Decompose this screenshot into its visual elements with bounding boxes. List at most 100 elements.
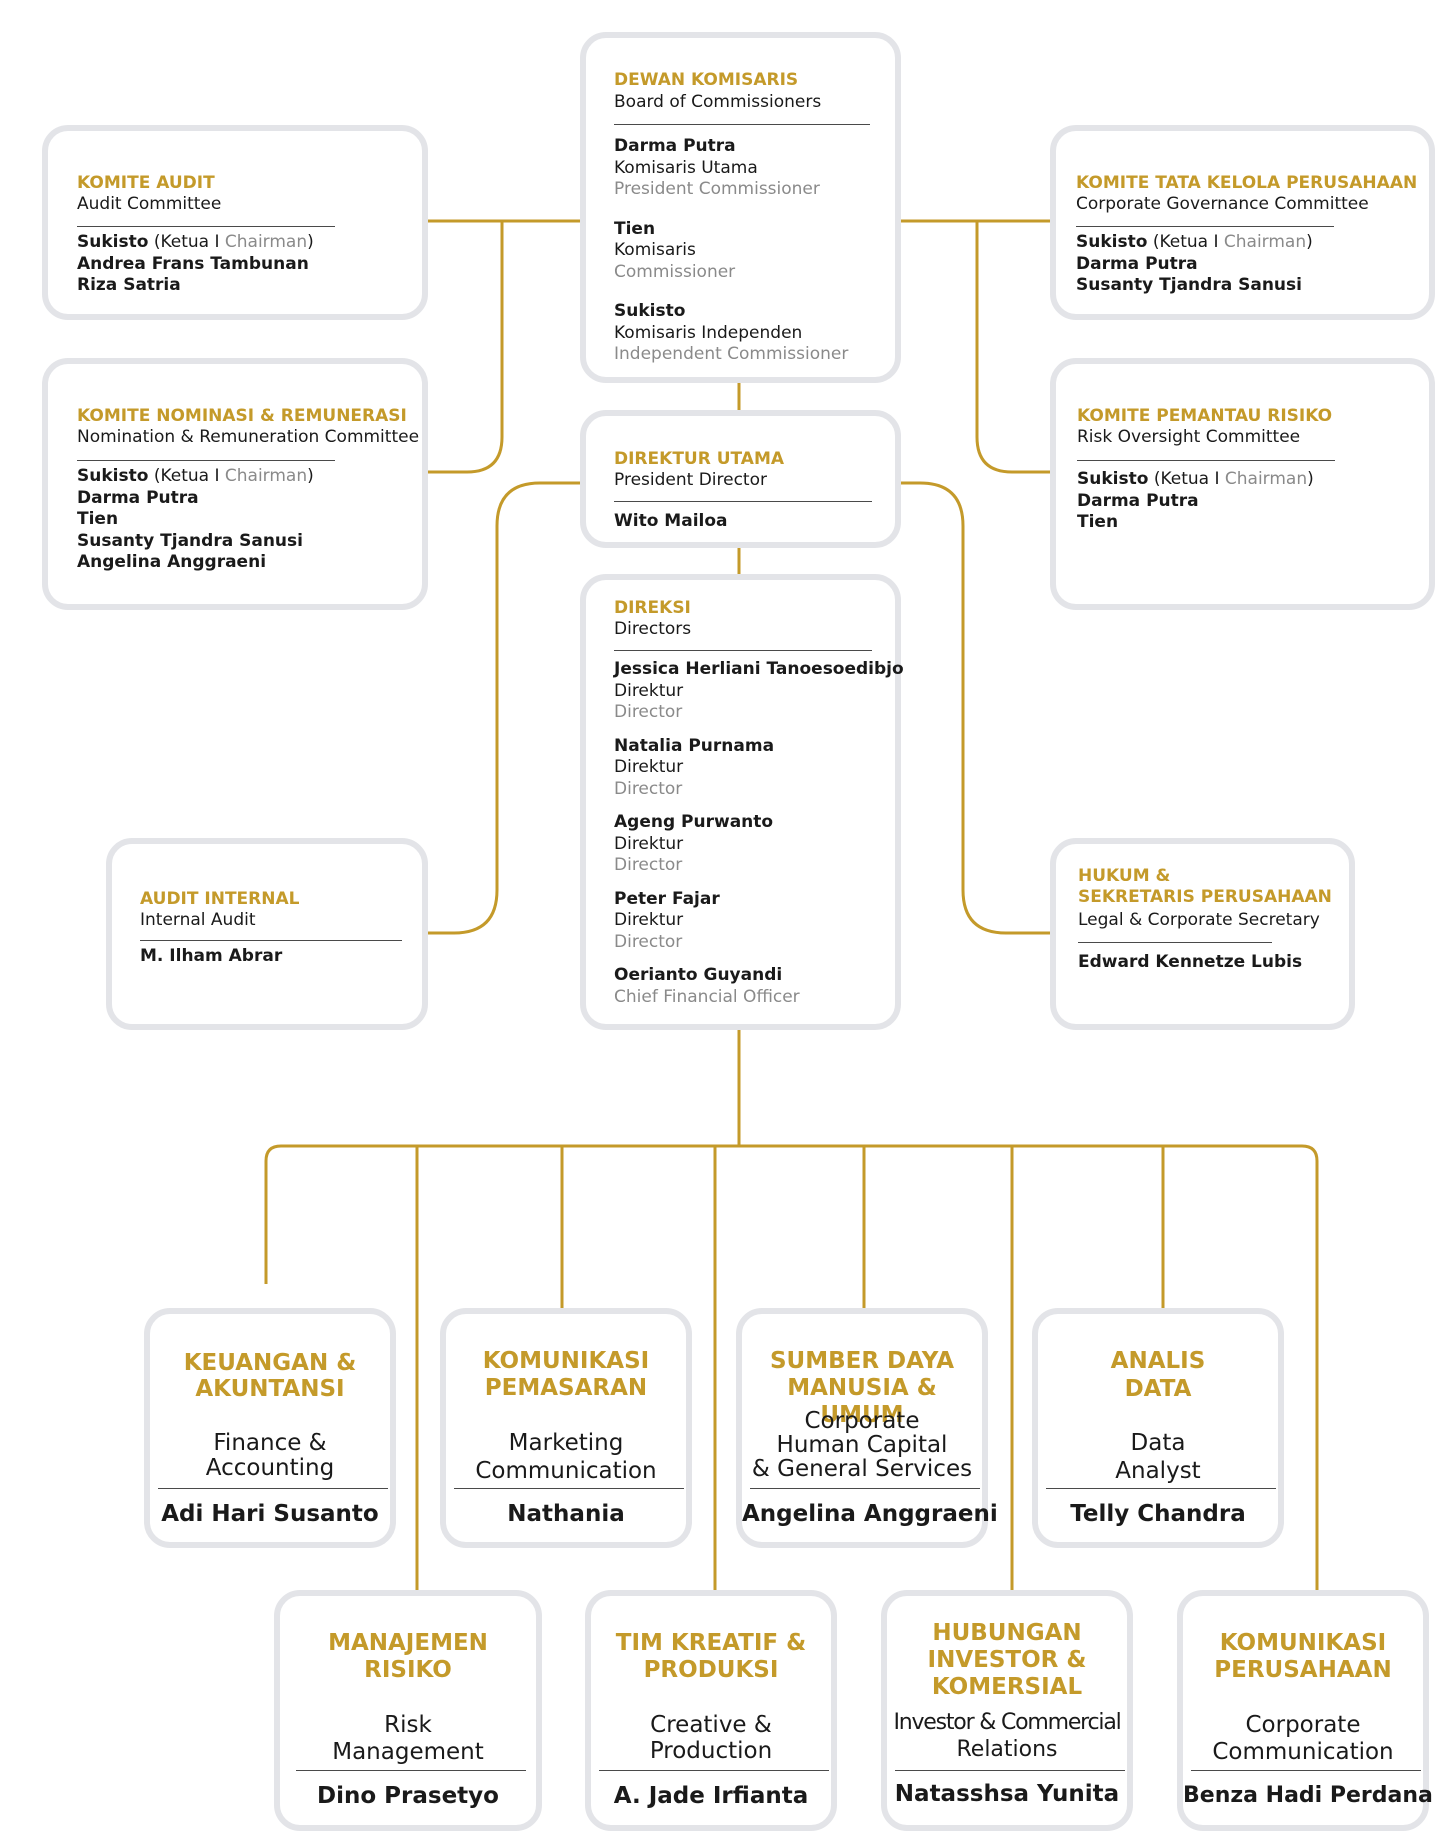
- legal-name: Edward Kennetze Lubis: [1078, 952, 1303, 972]
- directors-members: Jessica Herliani Tanoesoedibjo Direktur …: [614, 659, 904, 1008]
- internal-audit-box: AUDIT INTERNAL Internal Audit M. Ilham A…: [106, 838, 428, 1030]
- dept-corporate-communication: KOMUNIKASI PERUSAHAAN Corporate Communic…: [1177, 1590, 1433, 1831]
- chair-name: Sukisto: [77, 232, 149, 252]
- member-name: Angelina Anggraeni: [77, 552, 267, 572]
- director-role-en: Director: [614, 855, 683, 875]
- dept-head-name: Angelina Anggraeni: [742, 1501, 998, 1527]
- dept-title-id: SUMBER DAYA: [769, 1348, 955, 1374]
- dept-title-en: Communication: [475, 1458, 657, 1484]
- dept-risk-management: MANAJEMEN RISIKO Risk Management Dino Pr…: [274, 1590, 542, 1831]
- commissioner-role-en: Independent Commissioner: [614, 344, 849, 364]
- audit-committee-box: KOMITE AUDIT Audit Committee Sukisto (Ke…: [42, 125, 428, 320]
- member-name: Riza Satria: [77, 275, 181, 295]
- chair-role-id: (Ketua: [153, 466, 210, 486]
- dept-title-id: DATA: [1124, 1376, 1192, 1402]
- board-title-id: DEWAN KOMISARIS: [614, 70, 799, 90]
- chair-line: Sukisto (Ketua I Chairman): [1077, 469, 1314, 491]
- dept-head-name: Natasshsa Yunita: [894, 1781, 1120, 1807]
- directors-title-id: DIREKSI: [614, 598, 691, 618]
- commissioner-name: Darma Putra: [614, 136, 736, 156]
- president-director-title-en: President Director: [614, 470, 767, 490]
- dept-title-id: KOMERSIAL: [931, 1674, 1083, 1700]
- chair-close: ): [1306, 232, 1313, 252]
- commissioner-role-id: Komisaris: [614, 240, 696, 260]
- dept-creative-production: TIM KREATIF & PRODUKSI Creative & Produc…: [585, 1590, 837, 1831]
- governance-committee-members: Sukisto (Ketua I Chairman) Darma Putra S…: [1076, 232, 1313, 297]
- director-role-en: Director: [614, 702, 683, 722]
- connector-risk-committee: [975, 221, 1050, 474]
- connector-department-bus: [264, 1144, 1319, 1590]
- dept-title-id: PERUSAHAAN: [1214, 1657, 1392, 1683]
- internal-audit-name: M. Ilham Abrar: [140, 946, 283, 966]
- chair-separator: I: [214, 466, 220, 486]
- director-name: Jessica Herliani Tanoesoedibjo: [614, 659, 904, 679]
- dept-title-id: PEMASARAN: [484, 1375, 648, 1401]
- chair-line: Sukisto (Ketua I Chairman): [77, 466, 314, 488]
- dept-title-id: ANALIS: [1110, 1348, 1206, 1374]
- commissioner-name: Sukisto: [614, 301, 686, 321]
- dept-title-id: PRODUKSI: [643, 1657, 779, 1683]
- dept-title-id: KOMUNIKASI: [1219, 1630, 1387, 1656]
- dept-divider: [1046, 1488, 1276, 1489]
- legal-corporate-secretary-box: HUKUM & SEKRETARIS PERUSAHAAN Legal & Co…: [1050, 838, 1355, 1030]
- dept-title-en: & General Services: [751, 1456, 973, 1482]
- directors-box: DIREKSI Directors Jessica Herliani Tanoe…: [580, 574, 904, 1030]
- director-role-en: Director: [614, 931, 683, 952]
- governance-committee-divider: [1076, 226, 1334, 227]
- dept-head-name: Benza Hadi Perdana: [1183, 1783, 1433, 1808]
- chair-role-en: Chairman: [1223, 232, 1307, 252]
- governance-committee-title-id: KOMITE TATA KELOLA PERUSAHAAN: [1076, 173, 1418, 193]
- dept-title-en: Corporate: [804, 1408, 920, 1434]
- chair-role-id: (Ketua: [1152, 232, 1209, 252]
- president-director-box: DIREKTUR UTAMA President Director Wito M…: [580, 410, 901, 548]
- dept-head-name: Nathania: [507, 1501, 625, 1527]
- legal-title-en: Legal & Corporate Secretary: [1078, 910, 1320, 930]
- chair-close: ): [307, 466, 314, 486]
- chair-close: ): [1307, 469, 1314, 489]
- nomination-committee-members: Sukisto (Ketua I Chairman) Darma Putra T…: [77, 466, 314, 574]
- connector-nomination-committee: [428, 221, 504, 474]
- member-name: Darma Putra: [1076, 253, 1198, 274]
- chair-role-en: Chairman: [224, 232, 308, 252]
- chair-name: Sukisto: [1077, 469, 1149, 489]
- dept-title-en: Accounting: [205, 1455, 335, 1481]
- chair-role-en: Chairman: [224, 466, 308, 486]
- chair-line: Sukisto (Ketua I Chairman): [77, 232, 314, 254]
- dept-title-id: KEUANGAN &: [183, 1350, 357, 1376]
- commissioner-name: Tien: [614, 218, 656, 239]
- legal-divider: [1078, 942, 1272, 943]
- chair-line: Sukisto (Ketua I Chairman): [1076, 232, 1313, 254]
- dept-title-en: Production: [649, 1738, 773, 1764]
- nomination-committee-title-id: KOMITE NOMINASI & REMUNERASI: [77, 406, 407, 426]
- dept-head-name: Adi Hari Susanto: [161, 1501, 379, 1527]
- dept-title-en: Investor & Commercial: [893, 1710, 1121, 1735]
- dept-title-id: MANAJEMEN: [328, 1630, 488, 1656]
- chair-role-id: (Ketua: [1153, 469, 1210, 489]
- risk-committee-divider: [1077, 460, 1335, 461]
- dept-head-name: Telly Chandra: [1070, 1501, 1246, 1527]
- dept-marketing-communication: KOMUNIKASI PEMASARAN Marketing Communica…: [440, 1308, 692, 1548]
- legal-title-id-line1: HUKUM &: [1078, 866, 1171, 886]
- risk-oversight-committee-box: KOMITE PEMANTAU RISIKO Risk Oversight Co…: [1050, 358, 1435, 610]
- dept-title-id: TIM KREATIF &: [615, 1630, 807, 1656]
- dept-data-analyst: ANALIS DATA Data Analyst Telly Chandra: [1032, 1308, 1284, 1548]
- dept-title-en: Corporate: [1245, 1712, 1361, 1738]
- director-role-id: Direktur: [614, 680, 684, 701]
- dept-title-id: MANUSIA & UMUM: [787, 1375, 937, 1428]
- chair-role-id: (Ketua: [153, 232, 210, 252]
- dept-title-id: AKUNTANSI: [195, 1376, 345, 1402]
- director-name: Ageng Purwanto: [614, 812, 774, 832]
- dept-divider: [454, 1488, 684, 1489]
- dept-divider: [750, 1488, 980, 1489]
- risk-committee-title-id: KOMITE PEMANTAU RISIKO: [1077, 406, 1333, 426]
- dept-title-en: Marketing: [508, 1430, 624, 1456]
- dept-head-name: A. Jade Irfianta: [613, 1783, 809, 1809]
- member-name: Darma Putra: [77, 487, 199, 508]
- governance-committee-title-en: Corporate Governance Committee: [1076, 194, 1369, 214]
- director-name: Peter Fajar: [614, 888, 720, 909]
- chair-name: Sukisto: [77, 466, 149, 486]
- dept-title-en: Relations: [956, 1737, 1058, 1762]
- connector-legal: [901, 481, 1050, 935]
- board-of-commissioners-box: DEWAN KOMISARIS Board of Commissioners D…: [580, 32, 901, 383]
